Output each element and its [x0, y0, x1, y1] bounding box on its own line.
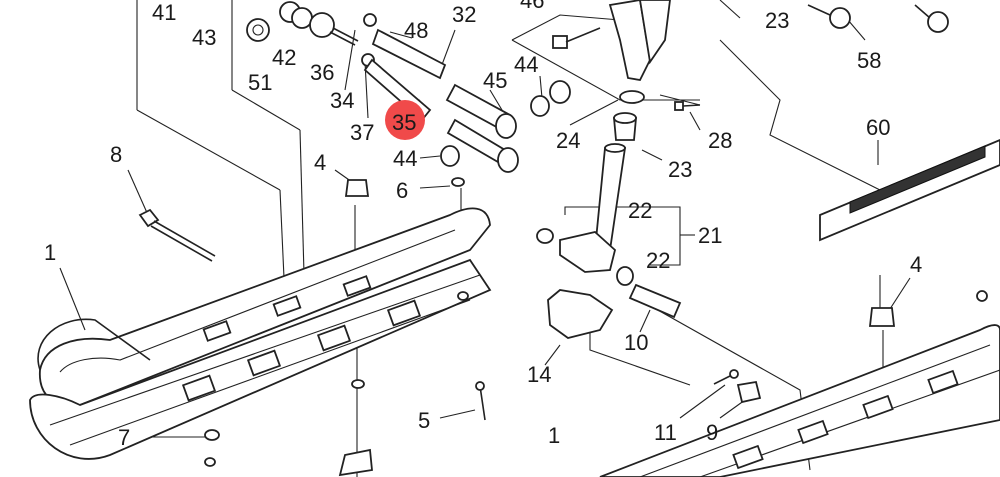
callout-43: 43: [192, 25, 216, 50]
callout-10: 10: [624, 330, 648, 355]
callout-14: 14: [527, 362, 551, 387]
callout-9: 9: [706, 420, 718, 445]
callout-23-top: 23: [765, 8, 789, 33]
callout-51: 51: [248, 70, 272, 95]
spindle: [138, 143, 896, 421]
callout-22-top: 22: [628, 198, 652, 223]
callout-21: 21: [698, 223, 722, 248]
callout-32: 32: [452, 2, 476, 27]
callout-23-lower: 23: [668, 157, 692, 182]
callout-labels: 41 43 42 51 36 48 32 34 37 35 44 45 44 4…: [44, 0, 922, 450]
callout-42: 42: [272, 45, 296, 70]
callout-45: 45: [483, 68, 507, 93]
callout-1-left: 1: [44, 240, 56, 265]
callout-24: 24: [556, 128, 580, 153]
callout-44-top: 44: [514, 52, 538, 77]
callout-5: 5: [418, 408, 430, 433]
callout-22-lower: 22: [646, 248, 670, 273]
callout-41: 41: [152, 0, 176, 25]
callout-11: 11: [654, 420, 677, 445]
callout-60: 60: [866, 115, 890, 140]
callout-58: 58: [857, 48, 881, 73]
callout-4-left: 4: [314, 150, 326, 175]
callout-6: 6: [396, 178, 408, 203]
callout-8: 8: [110, 142, 122, 167]
decal-60: [819, 139, 1000, 242]
callout-36: 36: [310, 60, 334, 85]
callout-28: 28: [708, 128, 732, 153]
callout-37: 37: [350, 120, 374, 145]
left-ski: [29, 207, 492, 477]
parts-top-cluster: [246, 0, 949, 197]
right-ski: [599, 290, 1000, 477]
callout-7: 7: [118, 425, 130, 450]
callout-35: 35: [392, 110, 416, 135]
callout-48: 48: [404, 18, 428, 43]
callout-1-lower: 1: [548, 423, 560, 448]
highlight-marker: [385, 100, 425, 140]
callout-34: 34: [330, 88, 354, 113]
callout-46: 46: [520, 0, 544, 13]
callout-44-left: 44: [393, 146, 417, 171]
callout-4-right: 4: [910, 252, 922, 277]
